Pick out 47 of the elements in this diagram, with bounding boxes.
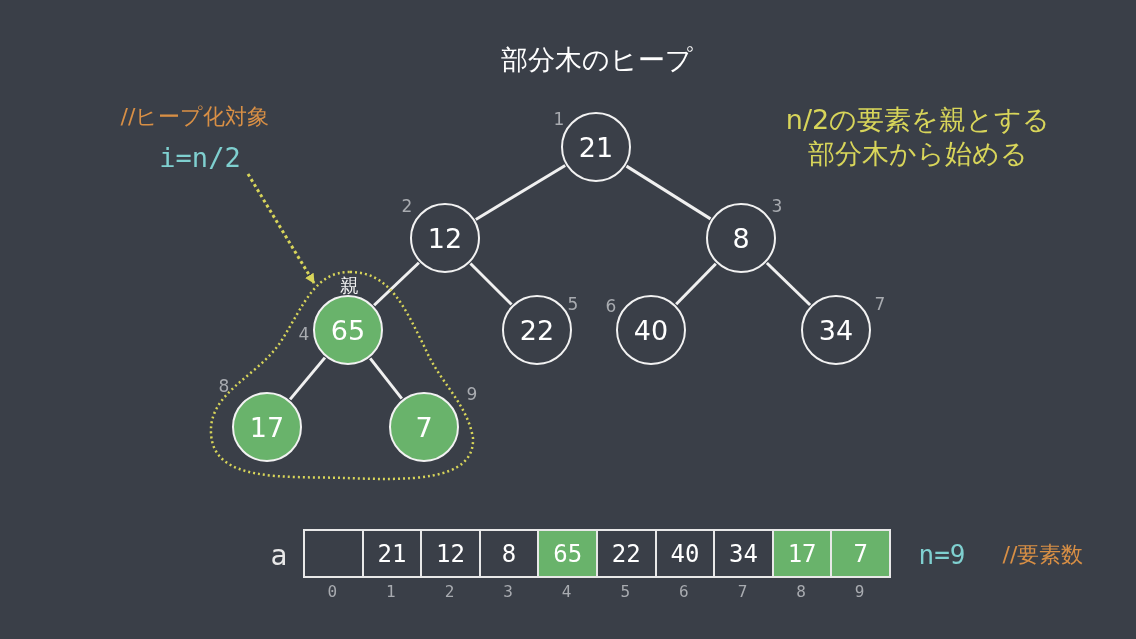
array-cell: 7 xyxy=(830,529,891,578)
tree-edge xyxy=(373,261,420,307)
index-number: 9 xyxy=(854,584,865,600)
index-number: 8 xyxy=(796,584,806,600)
index-number: 3 xyxy=(503,584,513,600)
index-number: 7 xyxy=(737,584,748,600)
empty-cell xyxy=(303,529,364,578)
array-cell: 22 xyxy=(596,529,657,578)
tree-node: 17 xyxy=(232,392,302,462)
array-name: a xyxy=(270,537,288,573)
tree-node: 40 xyxy=(616,295,686,365)
tree-node: 34 xyxy=(801,295,871,365)
tree-node: 65 xyxy=(313,295,383,365)
index-number: 6 xyxy=(679,584,689,600)
index-number: 5 xyxy=(620,584,631,600)
parent-label: 親 xyxy=(339,275,359,295)
tree-edge xyxy=(765,261,812,307)
index-number: 2 xyxy=(401,197,413,215)
tree-edge xyxy=(475,164,566,221)
index-number: 9 xyxy=(466,385,478,403)
array-cell: 65 xyxy=(537,529,598,578)
tree-edge xyxy=(369,357,403,400)
index-number: 4 xyxy=(298,325,310,343)
note-text: n/2の要素を親とする部分木から始める xyxy=(784,103,1052,171)
index-number: 1 xyxy=(386,584,396,600)
size-text: n=9 xyxy=(918,538,966,572)
tree-edge xyxy=(288,356,327,401)
comment-text: //要素数 xyxy=(1002,541,1084,569)
array-cell: 40 xyxy=(654,529,716,578)
tree-edge xyxy=(469,262,513,306)
array-cell: 21 xyxy=(361,529,423,578)
index-number: 8 xyxy=(218,377,230,395)
index-number: 0 xyxy=(327,584,338,600)
comment-text: //ヒープ化対象 xyxy=(120,103,270,131)
arrow xyxy=(246,173,316,284)
tree-node: 7 xyxy=(389,392,459,462)
index-number: 7 xyxy=(874,295,886,313)
index-number: 4 xyxy=(561,584,572,600)
index-number: 6 xyxy=(605,297,617,315)
title: 部分木のヒープ xyxy=(500,43,694,77)
index-number: 2 xyxy=(444,584,455,600)
array-cell: 12 xyxy=(420,529,481,578)
array-cell: 17 xyxy=(771,529,833,578)
formula-text: i=n/2 xyxy=(159,141,241,173)
tree-edge xyxy=(625,164,712,221)
tree-node: 12 xyxy=(410,203,480,273)
tree-edge xyxy=(675,262,717,306)
